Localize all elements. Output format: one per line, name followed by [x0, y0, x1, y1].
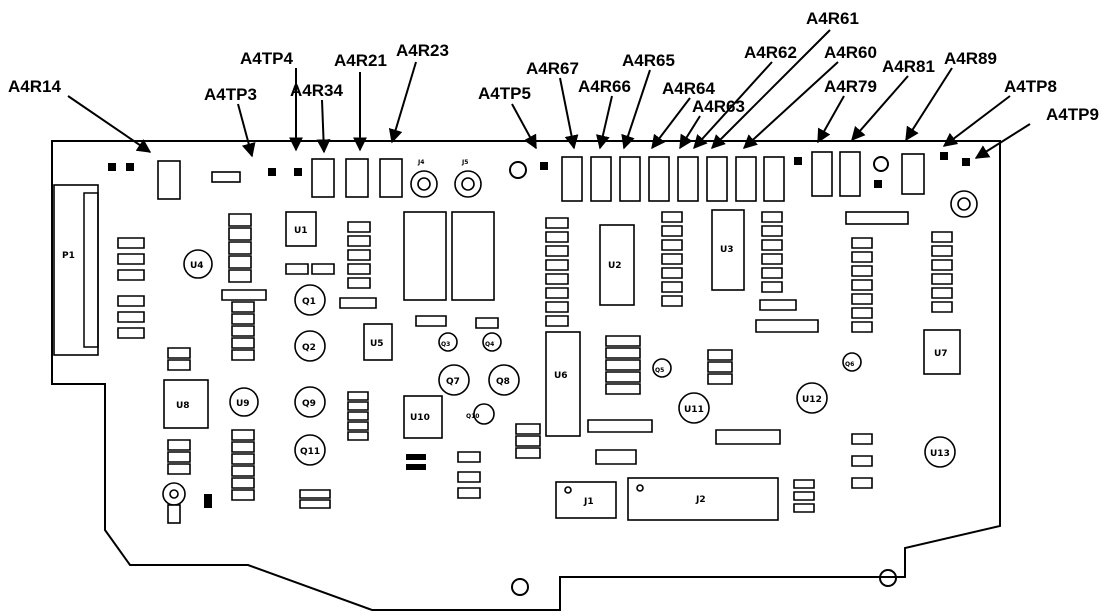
mounting-hole [509, 161, 527, 179]
callout-a4r61: A4R61 [806, 9, 859, 28]
ic-u9: U9 [229, 387, 259, 417]
trimmer-pot [162, 482, 186, 524]
callout-a4tp4: A4TP4 [240, 49, 293, 68]
callout-a4r66: A4R66 [578, 77, 631, 96]
callout-a4r81: A4R81 [882, 57, 935, 76]
ic-u13: U13 [924, 436, 956, 468]
transistor-q3: Q3 [438, 332, 458, 352]
relay-block [403, 211, 447, 301]
svg-text:U1: U1 [294, 226, 308, 236]
transistor-q11: Q11 [294, 434, 326, 466]
svg-text:U4: U4 [190, 261, 204, 271]
svg-text:U10: U10 [410, 413, 430, 423]
svg-text:U2: U2 [608, 261, 622, 271]
svg-text:Q6: Q6 [845, 361, 854, 368]
svg-text:Q1: Q1 [302, 297, 316, 307]
mounting-hole [511, 578, 529, 596]
svg-text:Q11: Q11 [300, 447, 320, 457]
svg-text:J4: J4 [417, 159, 424, 166]
svg-text:J2: J2 [695, 495, 706, 505]
svg-text:U6: U6 [554, 371, 568, 381]
svg-text:P1: P1 [62, 251, 75, 261]
ic-u10: U10 [403, 395, 443, 439]
svg-text:Q8: Q8 [496, 377, 510, 387]
callout-a4tp9: A4TP9 [1046, 105, 1099, 124]
svg-text:U11: U11 [684, 405, 704, 415]
svg-text:U7: U7 [934, 349, 948, 359]
transistor-q5: Q5 [652, 358, 672, 378]
ic-u7: U7 [923, 329, 961, 375]
callout-labels: A4R14 A4TP4 A4TP3 A4R34 A4R21 A4R23 A4TP… [8, 9, 1099, 124]
callout-a4r79: A4R79 [824, 77, 877, 96]
callout-a4r14: A4R14 [8, 77, 61, 96]
ic-u6: U6 [545, 331, 581, 437]
ic-u2: U2 [599, 224, 635, 306]
top-edge-parts [108, 151, 970, 225]
svg-text:U8: U8 [176, 401, 190, 411]
svg-text:Q10: Q10 [466, 413, 479, 420]
svg-text:Q4: Q4 [485, 341, 494, 348]
svg-text:U5: U5 [370, 339, 384, 349]
callout-a4r64: A4R64 [662, 79, 715, 98]
jack-j6 [950, 190, 978, 218]
svg-text:U9: U9 [236, 399, 250, 409]
callout-a4r21: A4R21 [334, 51, 387, 70]
transistor-q6: Q6 [842, 352, 862, 372]
callout-a4r67: A4R67 [526, 59, 579, 78]
ic-u3: U3 [711, 209, 745, 291]
callout-arrows [67, 29, 1031, 159]
relay-block [451, 211, 495, 301]
transistor-q8: Q8 [488, 364, 520, 396]
component-arrays [117, 211, 953, 513]
svg-text:Q2: Q2 [302, 343, 316, 353]
svg-text:Q5: Q5 [655, 367, 664, 374]
callout-a4r89: A4R89 [944, 49, 997, 68]
callout-a4r60: A4R60 [824, 43, 877, 62]
callout-a4r23: A4R23 [396, 41, 449, 60]
jack-j4: J4 [410, 159, 438, 198]
ic-u11: U11 [678, 392, 710, 424]
ic-u1: U1 [285, 211, 317, 247]
callout-a4r65: A4R65 [622, 51, 675, 70]
callout-a4r34: A4R34 [290, 81, 343, 100]
callout-a4tp3: A4TP3 [204, 85, 257, 104]
transistor-q2: Q2 [294, 330, 326, 362]
svg-text:U13: U13 [930, 449, 950, 459]
callout-a4r63: A4R63 [692, 97, 745, 116]
callout-a4tp5: A4TP5 [478, 84, 531, 103]
callout-a4r62: A4R62 [744, 43, 797, 62]
transistor-q1: Q1 [294, 284, 326, 316]
ic-u4: U4 [183, 249, 213, 279]
svg-text:U3: U3 [720, 245, 734, 255]
ic-u12: U12 [796, 382, 828, 414]
ic-u5: U5 [363, 323, 393, 361]
connector-p1: P1 [53, 184, 99, 356]
jack-j5: J5 [454, 159, 482, 198]
board-outline [51, 140, 1001, 611]
connector-j2: J2 [627, 477, 779, 521]
svg-text:U12: U12 [802, 395, 822, 405]
svg-text:J1: J1 [583, 497, 594, 507]
svg-text:Q3: Q3 [441, 341, 450, 348]
ic-u8: U8 [163, 379, 209, 429]
transistor-q9: Q9 [294, 386, 326, 418]
connector-j1: J1 [555, 481, 617, 519]
svg-text:Q9: Q9 [302, 399, 316, 409]
mounting-hole [873, 156, 889, 172]
svg-text:Q7: Q7 [446, 377, 460, 387]
mounting-hole [879, 569, 897, 587]
transistor-q7: Q7 [438, 364, 470, 396]
transistor-q10: Q10 [466, 403, 495, 425]
svg-text:J5: J5 [461, 159, 468, 166]
transistor-q4: Q4 [482, 332, 502, 352]
callout-a4tp8: A4TP8 [1004, 77, 1057, 96]
